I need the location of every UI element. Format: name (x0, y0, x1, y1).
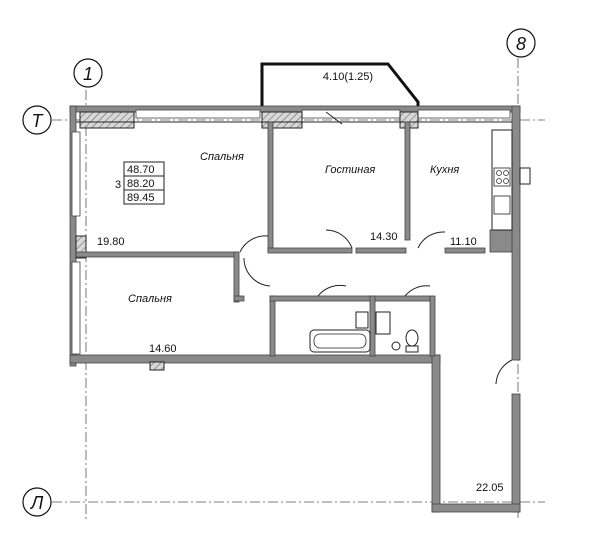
exterior-wall-left (69, 105, 87, 367)
column-top-left (79, 111, 135, 129)
kitchen-fixtures (491, 129, 531, 231)
room-name-bedroom-1: Спальня (200, 151, 244, 163)
door-bedroom2 (243, 257, 271, 287)
exterior-wall-right (511, 105, 521, 513)
total-area: 88.20 (127, 178, 155, 190)
terrace-walls (431, 354, 521, 513)
boiler (519, 167, 531, 185)
room-name-kitchen: Кухня (430, 164, 459, 176)
doors (239, 111, 513, 385)
room-labels: Спальня 19.80 Гостиная 14.30 Кухня 11.10… (97, 151, 504, 494)
total-with-balcony: 89.45 (127, 192, 155, 204)
exterior-wall-bottom (69, 354, 441, 371)
apartment-summary: 3 48.70 88.20 89.45 (115, 161, 165, 205)
stove (493, 167, 511, 187)
kitchen-sink (493, 195, 511, 215)
washbasin (355, 311, 369, 329)
terrace-area: 22.05 (476, 482, 504, 494)
bath-cabinet (375, 311, 391, 335)
room-name-living: Гостиная (325, 164, 375, 176)
interior-walls (75, 121, 513, 357)
axis-label-8: 8 (516, 34, 526, 54)
balcony-label: 4.10(1.25) (323, 71, 373, 83)
axis-label-l: Л (30, 493, 44, 513)
axis-marker-1: 1 (73, 58, 103, 88)
axis-marker-t: Т (22, 105, 52, 135)
axis-marker-8: 8 (506, 28, 536, 58)
door-terrace (495, 359, 513, 385)
door-bedroom1 (239, 235, 269, 253)
wc-basin (391, 341, 401, 351)
bathtub (309, 329, 371, 353)
room-area-bedroom-2: 14.60 (149, 343, 177, 355)
axis-label-1: 1 (83, 64, 93, 84)
axis-marker-l: Л (22, 487, 52, 517)
door-balcony (325, 111, 343, 125)
rooms-count: 3 (115, 179, 121, 191)
door-kitchen (417, 231, 446, 249)
door-wc (404, 285, 431, 297)
room-area-living: 14.30 (370, 231, 398, 243)
door-bath (317, 284, 347, 297)
toilet (405, 329, 419, 347)
room-area-kitchen: 11.10 (450, 236, 477, 248)
column-left (75, 235, 87, 259)
room-area-bedroom-1: 19.80 (97, 236, 125, 248)
living-area: 48.70 (127, 164, 155, 176)
exterior-wall-top (69, 105, 521, 129)
bathroom-fixtures (309, 311, 419, 353)
column-bottom (149, 361, 165, 371)
balcony: 4.10(1.25) (260, 62, 420, 106)
axis-label-t: Т (32, 111, 45, 131)
room-name-bedroom-2: Спальня (128, 293, 172, 305)
door-living (325, 229, 353, 249)
